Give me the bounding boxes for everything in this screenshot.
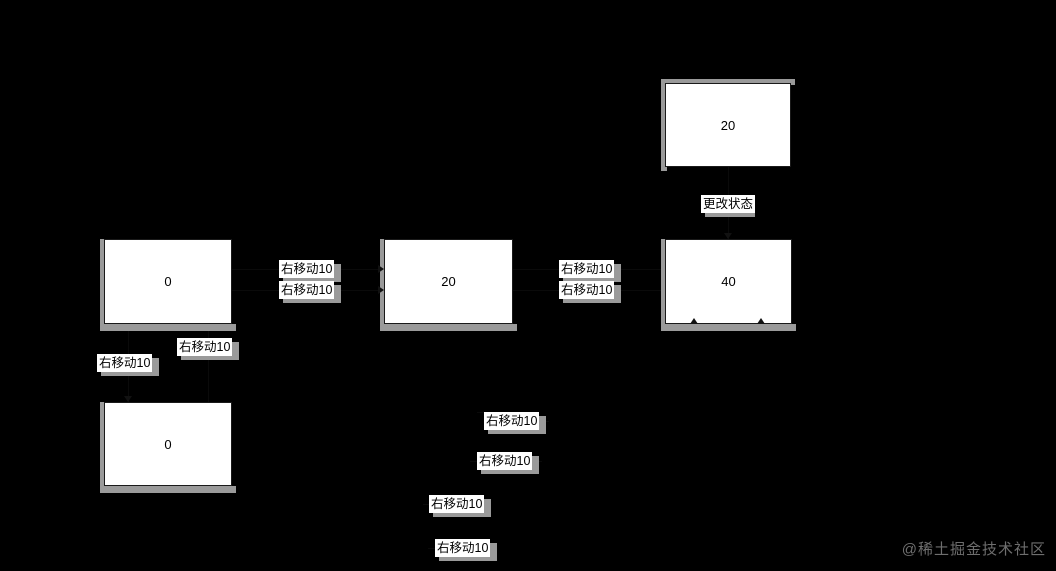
- edge-label-move-right-7[interactable]: 右移动10: [484, 412, 540, 430]
- edge-label-change-state[interactable]: 更改状态: [701, 195, 756, 213]
- node-shadow-top-left: [661, 79, 667, 171]
- edge-line-left-to-middle-a: [232, 269, 279, 270]
- node-shadow-middle-l: [380, 239, 386, 331]
- edge-line-lower-route-c: [470, 461, 478, 462]
- state-node-label: 0: [164, 274, 172, 289]
- arrowhead-into-middle-node-a: [378, 265, 384, 273]
- node-shadow-left-bot-b: [100, 486, 236, 493]
- state-node-label: 20: [720, 117, 736, 133]
- state-node-left-bottom[interactable]: 0: [104, 402, 232, 486]
- node-shadow-middle-b: [380, 324, 517, 331]
- state-node-label: 0: [164, 436, 172, 452]
- state-node-middle[interactable]: 20: [384, 239, 513, 324]
- edge-line-label-to-right-node: [728, 213, 729, 239]
- state-node-label: 40: [721, 274, 736, 289]
- arrowhead-into-right-node-right: [757, 318, 765, 324]
- edge-line-lower-route-a: [477, 412, 485, 413]
- arrowhead-into-leftbottom-node: [124, 396, 132, 402]
- edge-line-lefttop-down-b: [208, 324, 209, 338]
- edge-label-move-right-5[interactable]: 右移动10: [177, 338, 233, 356]
- node-shadow-right-l: [661, 239, 667, 331]
- edge-line-lower-route-f: [428, 548, 436, 549]
- edge-label-move-right-8[interactable]: 右移动10: [477, 452, 533, 470]
- watermark: @稀土掘金技术社区: [901, 541, 1046, 558]
- arrowhead-into-middle-node-b: [378, 286, 384, 294]
- node-shadow-right-b: [661, 324, 796, 331]
- node-shadow-top: [661, 79, 795, 85]
- edge-label-move-right-9[interactable]: 右移动10: [429, 495, 485, 513]
- edge-line-label-to-right-a: [617, 269, 665, 270]
- edge-line-label-to-right-b: [617, 290, 665, 291]
- state-node-right[interactable]: 40: [665, 239, 792, 324]
- edge-line-label-to-leftbottom-a: [128, 372, 129, 402]
- edge-line-lower-route-b: [543, 421, 549, 422]
- node-shadow-left-top-l: [100, 239, 106, 331]
- state-node-left-top[interactable]: 0: [104, 239, 232, 324]
- node-shadow-left-top-b: [100, 324, 236, 331]
- edge-line-label-to-leftbottom-b: [208, 356, 209, 402]
- edge-label-move-right-4[interactable]: 右移动10: [559, 281, 615, 299]
- edge-line-top-to-right: [728, 167, 729, 195]
- edge-line-lower-route-d: [536, 461, 542, 462]
- edge-line-label-to-middle-b: [337, 290, 384, 291]
- edge-line-lower-route-e: [423, 504, 431, 505]
- edge-line-middle-to-right-a: [513, 269, 559, 270]
- edge-line-middle-to-right-b: [513, 290, 559, 291]
- edge-label-move-right-10[interactable]: 右移动10: [435, 539, 491, 557]
- edge-label-move-right-6[interactable]: 右移动10: [97, 354, 153, 372]
- arrowhead-into-right-node-top: [724, 233, 732, 239]
- edge-label-move-right-3[interactable]: 右移动10: [559, 260, 615, 278]
- arrowhead-into-right-node-left: [690, 318, 698, 324]
- edge-line-label-to-middle-a: [337, 269, 384, 270]
- edge-label-move-right-1[interactable]: 右移动10: [279, 260, 335, 278]
- node-shadow-left-bot-l: [100, 402, 106, 493]
- edge-line-left-to-middle-b: [232, 290, 279, 291]
- edge-label-move-right-2[interactable]: 右移动10: [279, 281, 335, 299]
- state-node-label: 20: [441, 274, 456, 289]
- state-node-top[interactable]: 20: [665, 83, 791, 167]
- edge-line-lefttop-down-a: [128, 324, 129, 354]
